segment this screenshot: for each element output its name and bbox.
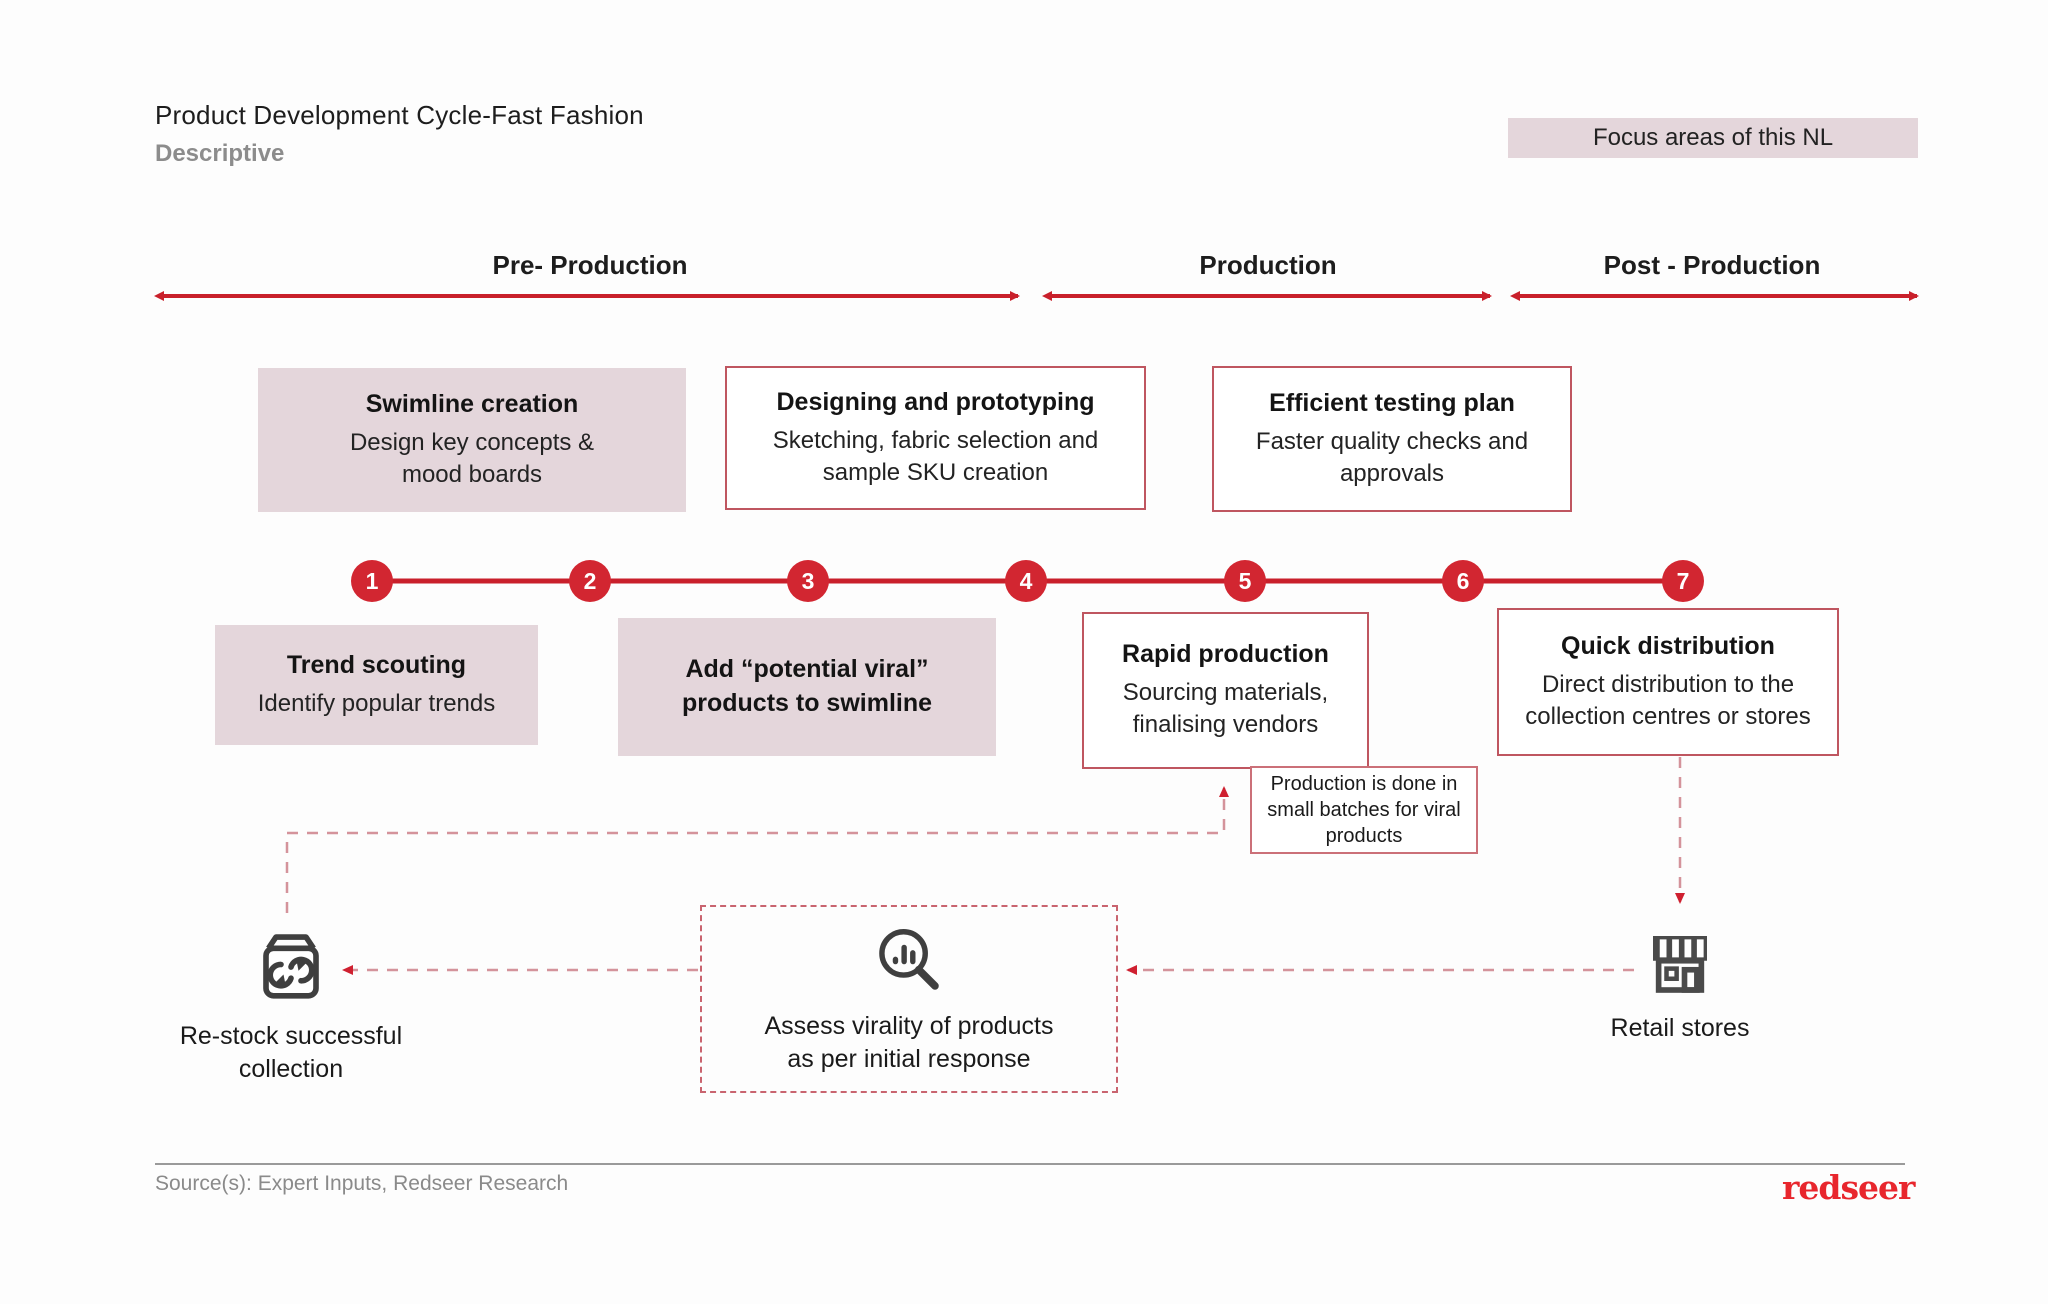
- trend-scouting-title: Trend scouting: [286, 650, 467, 679]
- timeline-step-2: 2: [569, 560, 611, 602]
- source-note: Source(s): Expert Inputs, Redseer Resear…: [155, 1172, 569, 1195]
- magnifier-chart-icon: [879, 929, 939, 990]
- trend-scouting-box: Trend scouting Identify popular trends: [215, 625, 538, 745]
- small-batches-callout: Production is done in small batches for …: [1250, 766, 1478, 854]
- designing-prototyping-title: Designing and prototyping: [776, 387, 1095, 416]
- restock-loop-icon: [263, 934, 319, 999]
- designing-prototyping-box: Designing and prototyping Sketching, fab…: [725, 366, 1146, 510]
- storefront-icon: [1653, 936, 1707, 993]
- timeline-step-7: 7: [1662, 560, 1704, 602]
- timeline-step-3: 3: [787, 560, 829, 602]
- rapid-production-box: Rapid production Sourcing materials, fin…: [1082, 612, 1369, 769]
- footer-divider: [155, 1163, 1905, 1165]
- rapid-production-title: Rapid production: [1122, 640, 1329, 669]
- swimline-creation-box: Swimline creation Design key concepts & …: [258, 368, 686, 512]
- page-title: Product Development Cycle-Fast Fashion: [155, 100, 644, 130]
- assess-virality-box: Assess virality of products as per initi…: [700, 905, 1118, 1093]
- quick-distribution-box: Quick distribution Direct distribution t…: [1497, 608, 1839, 756]
- swimline-creation-body: Design key concepts & mood boards: [349, 428, 595, 488]
- restock-item: Re-stock successful collection: [160, 928, 422, 1086]
- quick-distribution-body: Direct distribution to the collection ce…: [1525, 670, 1811, 730]
- add-viral-products-box: Add “potential viral” products to swimli…: [618, 618, 996, 756]
- restock-to-rapid-connector: [285, 786, 1229, 913]
- quick-distribution-title: Quick distribution: [1561, 631, 1775, 660]
- designing-prototyping-body: Sketching, fabric selection and sample S…: [772, 426, 1099, 486]
- assess-virality-label: Assess virality of products as per initi…: [764, 1012, 1054, 1073]
- rapid-production-body: Sourcing materials, finalising vendors: [1122, 679, 1329, 738]
- timeline-step-6: 6: [1442, 560, 1484, 602]
- phase-label-post-production: Post - Production: [1603, 250, 1821, 280]
- phase-label-pre-production: Pre- Production: [492, 250, 688, 280]
- efficient-testing-body: Faster quality checks and approvals: [1255, 427, 1529, 487]
- efficient-testing-box: Efficient testing plan Faster quality ch…: [1212, 366, 1572, 512]
- page-subtitle: Descriptive: [155, 140, 285, 167]
- efficient-testing-title: Efficient testing plan: [1269, 388, 1515, 417]
- retail-stores-label: Retail stores: [1610, 1014, 1750, 1042]
- timeline-step-5: 5: [1224, 560, 1266, 602]
- restock-label: Re-stock successful collection: [179, 1022, 403, 1083]
- focus-areas-badge: Focus areas of this NL: [1508, 118, 1918, 158]
- swimline-creation-title: Swimline creation: [365, 389, 579, 418]
- timeline-step-4: 4: [1005, 560, 1047, 602]
- add-viral-products-title: Add “potential viral” products to swimli…: [681, 655, 933, 717]
- retail-stores-item: Retail stores: [1580, 928, 1780, 1045]
- timeline-step-1: 1: [351, 560, 393, 602]
- phase-label-production: Production: [1199, 250, 1337, 280]
- redseer-logo: redseer: [1782, 1168, 1915, 1207]
- trend-scouting-body: Identify popular trends: [257, 689, 496, 717]
